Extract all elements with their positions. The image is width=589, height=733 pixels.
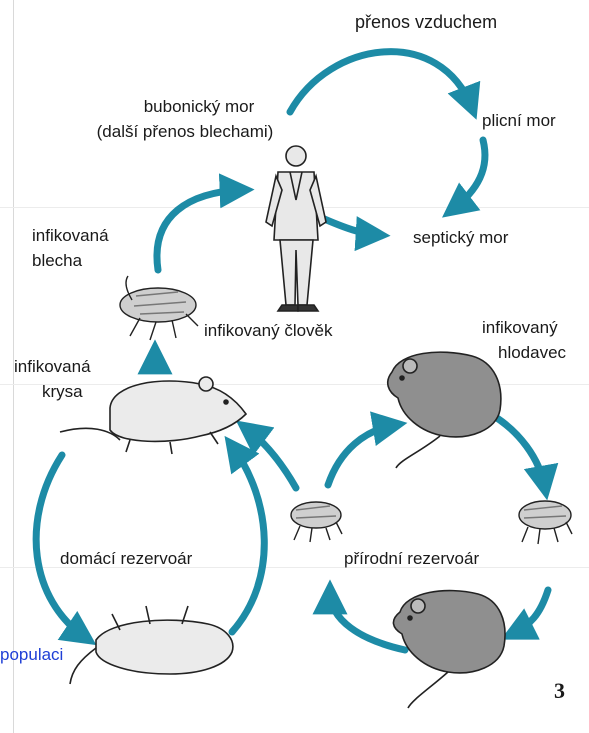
figure-number: 3 <box>554 678 565 704</box>
label-infected-rat-line2: krysa <box>42 382 83 402</box>
label-septic-plague: septický mor <box>413 228 508 248</box>
label-infected-human: infikovaný člověk <box>204 321 333 341</box>
arrow-flea-to-lower-rodent <box>512 590 548 634</box>
label-infected-flea-line2: blecha <box>32 251 82 271</box>
rodent-icon <box>388 352 501 468</box>
flea-icon-middle <box>291 502 342 542</box>
arrow-airborne <box>290 52 472 112</box>
label-infected-flea-line1: infikovaná <box>32 226 109 246</box>
rodent-icon-lower <box>393 591 505 708</box>
label-infected-rodent-line1: infikovaný <box>482 318 558 338</box>
label-natural-reservoir: přírodní rezervoár <box>344 549 479 569</box>
label-infected-rodent-line2: hlodavec <box>498 343 566 363</box>
label-pneumonic-plague: plicní mor <box>482 111 556 131</box>
arrow-human-to-septic <box>322 218 378 235</box>
label-bubonic-plague: bubonický mor <box>84 97 314 117</box>
arrow-flea-to-human <box>157 190 242 270</box>
dead-rat-icon <box>70 606 233 684</box>
label-bubonic-note: (další přenos blechami) <box>70 122 300 142</box>
arrow-rodent-to-flea <box>487 412 545 488</box>
arrow-flea-to-rodent <box>328 425 395 485</box>
label-airborne-transmission: přenos vzduchem <box>355 12 497 32</box>
arrow-domestic-up <box>232 446 264 632</box>
arrow-pneumonic-to-septic <box>452 140 485 210</box>
overlay-link-fragment[interactable]: populaci <box>0 645 63 665</box>
flea-icon <box>120 276 198 340</box>
label-domestic-reservoir: domácí rezervoár <box>60 549 192 569</box>
label-infected-rat-line1: infikovaná <box>14 357 91 377</box>
flea-icon-right <box>519 501 572 544</box>
human-figure <box>266 146 326 311</box>
arrow-domestic-down <box>36 455 86 638</box>
rat-icon <box>60 377 246 454</box>
